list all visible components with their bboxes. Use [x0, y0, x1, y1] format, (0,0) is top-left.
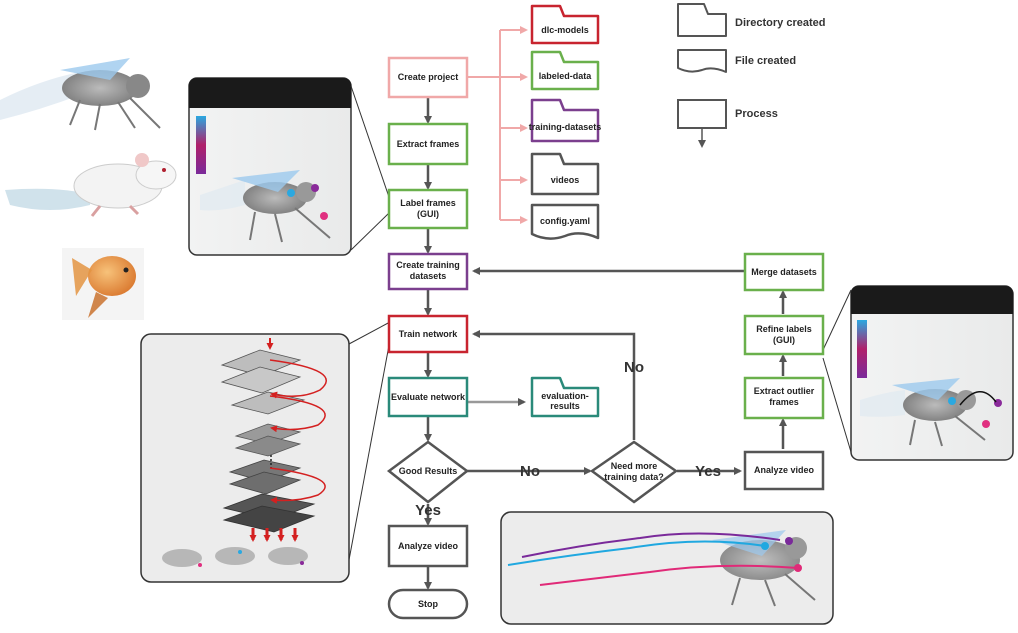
config-yaml-label: config.yaml: [540, 216, 590, 226]
folder-labeled-data[interactable]: labeled-data: [530, 50, 600, 91]
legend-directory: Directory created: [677, 3, 826, 37]
label-frames-box[interactable]: Label frames (GUI): [387, 188, 469, 230]
folder-training-datasets[interactable]: training-datasets: [529, 98, 602, 143]
legend-file: File created: [677, 49, 796, 73]
extract-outlier-frames-box[interactable]: Extract outlier frames: [743, 376, 825, 420]
eval-results-label-line2: results: [550, 401, 580, 411]
need-more-data-decision[interactable]: Need more training data?: [589, 440, 679, 504]
extract-frames-box[interactable]: Extract frames: [387, 122, 469, 166]
label-frames-label-line1: Label frames: [400, 198, 456, 208]
create-project-label: Create project: [398, 72, 459, 82]
label-frames-inset: [188, 77, 391, 256]
refine-labels-box[interactable]: Refine labels (GUI): [743, 314, 825, 356]
create-training-datasets-box[interactable]: Create training datasets: [387, 252, 469, 291]
extract-outlier-label-line2: frames: [769, 397, 799, 407]
create-project-box[interactable]: Create project: [387, 56, 469, 99]
trajectory-inset: [500, 511, 834, 625]
labeled-data-label: labeled-data: [539, 71, 593, 81]
videos-label: videos: [551, 175, 580, 185]
train-network-box[interactable]: Train network: [387, 314, 469, 354]
legend: Directory created File created Process: [677, 3, 826, 148]
analyze-video-main-label: Analyze video: [398, 541, 459, 551]
mouse-illustration: [5, 153, 177, 217]
legend-file-label: File created: [735, 55, 796, 67]
analyze-video-box-main[interactable]: Analyze video: [387, 524, 469, 568]
stop-label: Stop: [418, 599, 438, 609]
refine-labels-inset: [822, 285, 1014, 461]
analyze-video-right-label: Analyze video: [754, 465, 815, 475]
fly-illustration-top: [0, 58, 161, 131]
create-training-label-line2: datasets: [410, 271, 447, 281]
legend-directory-label: Directory created: [735, 17, 826, 29]
refine-labels-label-line1: Refine labels: [756, 324, 812, 334]
goldfish-illustration: [62, 248, 144, 320]
need-more-label-line2: training data?: [604, 472, 664, 482]
need-more-yes-label: Yes: [695, 463, 721, 480]
evaluate-network-label: Evaluate network: [391, 392, 466, 402]
legend-process: Process: [677, 99, 778, 148]
good-results-yes-label: Yes: [415, 502, 441, 519]
training-datasets-label: training-datasets: [529, 122, 602, 132]
merge-datasets-label: Merge datasets: [751, 267, 817, 277]
stop-terminal[interactable]: Stop: [387, 588, 469, 620]
legend-process-label: Process: [735, 108, 778, 120]
label-frames-label-line2: (GUI): [417, 209, 439, 219]
merge-datasets-box[interactable]: Merge datasets: [743, 252, 825, 292]
train-network-label: Train network: [399, 329, 459, 339]
extract-frames-label: Extract frames: [397, 139, 460, 149]
folder-evaluation-results[interactable]: evaluation- results: [530, 376, 600, 418]
flow-connectors: [424, 97, 787, 590]
create-project-output-connectors: [467, 26, 528, 224]
evaluate-network-box[interactable]: Evaluate network: [387, 376, 469, 418]
eval-results-label-line1: evaluation-: [541, 391, 589, 401]
analyze-video-box-right[interactable]: Analyze video: [743, 450, 825, 491]
dlc-models-label: dlc-models: [541, 25, 589, 35]
need-more-no-label: No: [624, 359, 644, 376]
refine-labels-label-line2: (GUI): [773, 335, 795, 345]
folder-videos[interactable]: videos: [530, 152, 600, 196]
need-more-label-line1: Need more: [611, 461, 658, 471]
good-results-no-label: No: [520, 463, 540, 480]
folder-dlc-models[interactable]: dlc-models: [530, 4, 600, 45]
good-results-label: Good Results: [399, 466, 458, 476]
train-network-inset: [140, 321, 391, 583]
file-config-yaml[interactable]: config.yaml: [530, 203, 600, 240]
extract-outlier-label-line1: Extract outlier: [754, 386, 815, 396]
create-training-label-line1: Create training: [396, 260, 460, 270]
good-results-decision[interactable]: Good Results: [386, 440, 470, 504]
